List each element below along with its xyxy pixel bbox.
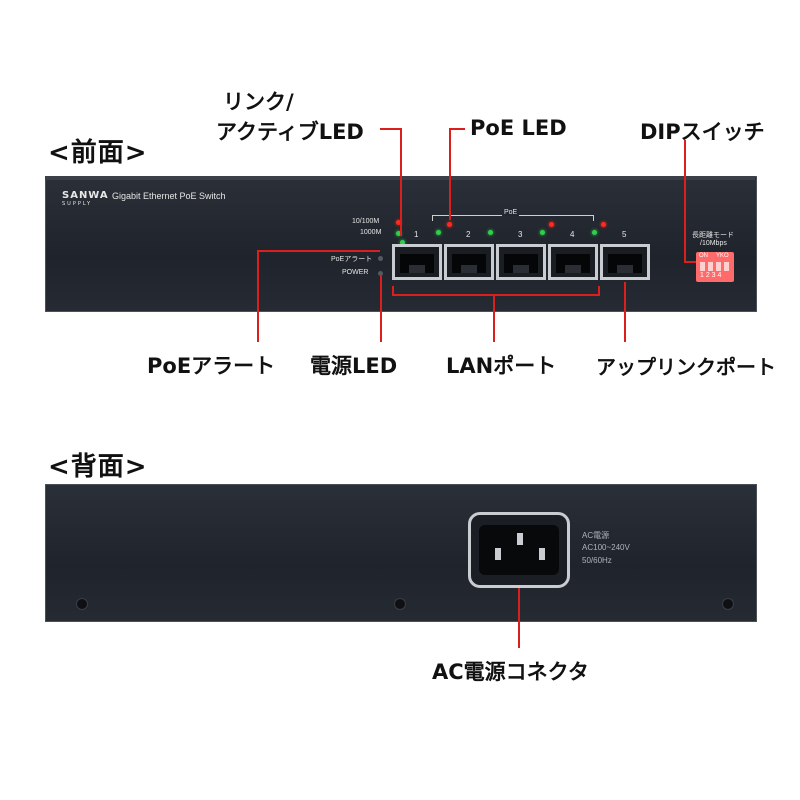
- ac-text-line3: 50/60Hz: [582, 556, 612, 565]
- power-label: POWER: [342, 269, 369, 276]
- port-number-3: 3: [518, 230, 523, 239]
- port-number-1: 1: [414, 230, 419, 239]
- brand-line1: SANWA: [62, 190, 109, 201]
- lan-port-3[interactable]: [496, 244, 546, 280]
- product-name: Gigabit Ethernet PoE Switch: [112, 191, 226, 201]
- lan-port-leader: [493, 294, 495, 342]
- poe-led-callout: PoE LED: [470, 116, 567, 140]
- port2-speed-led: [488, 230, 493, 235]
- legend-led-red: [396, 220, 401, 225]
- port1-link-led: [400, 240, 405, 245]
- dip-leader-h: [684, 261, 696, 263]
- poe-alert-led: [378, 256, 383, 261]
- poe-group-label: PoE: [502, 209, 520, 216]
- dip-numbers: 1 2 3 4: [700, 272, 722, 279]
- link-led-callout-line1: リンク/: [223, 90, 294, 114]
- ac-connector[interactable]: [468, 512, 570, 588]
- port-number-2: 2: [466, 230, 471, 239]
- lan-port-callout: LANポート: [446, 354, 557, 378]
- dip-toggle-1[interactable]: [700, 262, 705, 271]
- dip-yko-label: YKO: [716, 253, 729, 259]
- link-led-callout-line2: アクティブLED: [216, 120, 364, 144]
- dip-switch-callout: DIPスイッチ: [640, 120, 765, 144]
- ac-text-line1: AC電源: [582, 531, 610, 540]
- power-led-leader: [380, 276, 382, 342]
- back-heading: <背面>: [48, 452, 148, 482]
- port1-speed-led: [436, 230, 441, 235]
- port3-speed-led: [540, 230, 545, 235]
- front-heading: <前面>: [48, 138, 148, 168]
- back-screw-right: [722, 598, 734, 610]
- speed-label-1000: 1000M: [360, 229, 382, 236]
- port-number-4: 4: [570, 230, 575, 239]
- link-led-leader-h: [380, 128, 402, 130]
- back-screw-center: [394, 598, 406, 610]
- port1-poe-led: [447, 222, 452, 227]
- ac-connector-leader: [518, 588, 520, 648]
- dip-leader-v: [684, 140, 686, 262]
- lan-port-bracket: [392, 286, 600, 296]
- port4-poe-led: [601, 222, 606, 227]
- link-led-leader-v: [400, 128, 402, 236]
- dip-toggle-3[interactable]: [716, 262, 721, 271]
- poe-led-leader-v: [449, 128, 451, 220]
- brand-logo: SANWA SUPPLY: [62, 190, 109, 207]
- dip-toggle-2[interactable]: [708, 262, 713, 271]
- uplink-leader: [624, 282, 626, 342]
- dip-label-line2: /10Mbps: [700, 240, 727, 247]
- poe-alert-leader-h: [257, 250, 380, 252]
- lan-port-1[interactable]: [392, 244, 442, 280]
- power-led: [378, 271, 383, 276]
- dip-toggle-4[interactable]: [724, 262, 729, 271]
- port3-poe-led: [549, 222, 554, 227]
- uplink-port-5[interactable]: [600, 244, 650, 280]
- lan-port-2[interactable]: [444, 244, 494, 280]
- poe-alert-callout: PoEアラート: [147, 354, 276, 378]
- power-led-callout: 電源LED: [310, 354, 398, 378]
- dip-label-line1: 長距離モード: [692, 232, 734, 239]
- brand-line2: SUPPLY: [62, 201, 93, 207]
- ac-text-line2: AC100~240V: [582, 543, 630, 552]
- port4-speed-led: [592, 230, 597, 235]
- dip-on-label: ON: [699, 253, 708, 259]
- legend-led-green: [396, 231, 401, 236]
- back-screw-left: [76, 598, 88, 610]
- ac-pin-center: [517, 533, 523, 545]
- speed-label-10-100: 10/100M: [352, 218, 380, 225]
- ac-pin-right: [539, 548, 545, 560]
- ac-connector-callout: AC電源コネクタ: [432, 660, 589, 684]
- poe-led-leader-h: [449, 128, 465, 130]
- poe-alert-label: PoEアラート: [331, 256, 373, 263]
- port-number-5: 5: [622, 230, 627, 239]
- uplink-port-callout: アップリンクポート: [596, 355, 776, 379]
- ac-pin-left: [495, 548, 501, 560]
- lan-port-4[interactable]: [548, 244, 598, 280]
- dip-switch[interactable]: ON YKO 1 2 3 4: [696, 252, 734, 282]
- poe-alert-leader-v: [257, 250, 259, 342]
